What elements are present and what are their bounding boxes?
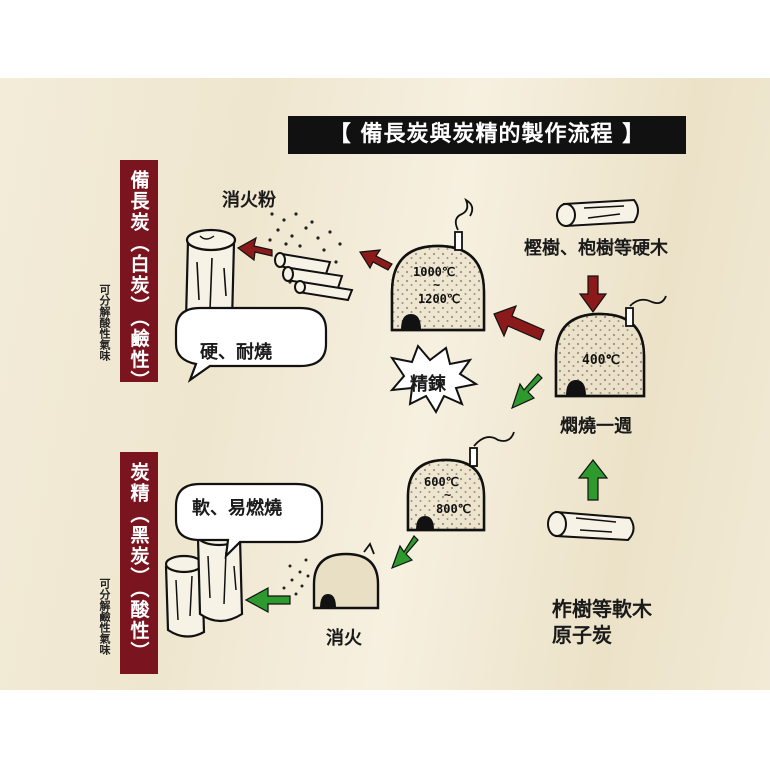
hard-property-bubble xyxy=(174,306,328,383)
refine-kiln-temp-top: 1000℃ xyxy=(413,265,455,279)
arrow-smolder-to-soft-kiln xyxy=(510,373,543,410)
flow-diagram: 1000℃ ~ 1200℃ 400℃ xyxy=(164,197,667,638)
soft-wood-log xyxy=(547,510,635,542)
binchotan-note: 可分解酸性氣味 xyxy=(98,284,111,361)
soft-charcoal-kiln xyxy=(406,431,515,532)
refine-starburst xyxy=(389,344,479,415)
binchotan-label: 備長炭（白炭）（鹼性） xyxy=(120,160,158,392)
arrow-smolder-to-refine xyxy=(493,304,545,341)
extinguish-kiln xyxy=(312,542,380,610)
arrow-hardwood-to-smolder xyxy=(578,275,608,314)
arrow-kiln-to-sticks xyxy=(358,249,393,271)
hard-property-label: 硬、耐燒 xyxy=(200,342,272,363)
hard-wood-label: 樫樹、枹樹等硬木 xyxy=(524,238,668,259)
refine-kiln-temp-bottom: 1200℃ xyxy=(418,292,460,306)
extinguish-powder-label: 消火粉 xyxy=(222,190,276,211)
soft-wood-label-line1: 柞樹等軟木 xyxy=(552,597,652,621)
refine-label: 精鍊 xyxy=(410,374,446,395)
smolder-kiln-temp: 400℃ xyxy=(582,353,620,368)
arrow-sticks-to-binchotan xyxy=(236,236,273,262)
soft-property-label: 軟、易燃燒 xyxy=(192,498,282,519)
extinguish-spray xyxy=(282,558,310,596)
soft-wood-label-line2: 原子炭 xyxy=(552,623,612,647)
soft-kiln-temp-top: 600℃ xyxy=(424,475,459,489)
arrow-extinguish-to-essence xyxy=(244,586,291,614)
page-title: 【 備長炭與炭精的製作流程 】 xyxy=(288,116,686,154)
arrow-soft-kiln-to-extinguish xyxy=(390,535,419,570)
arrow-softwood-to-smolder xyxy=(577,459,609,501)
soft-property-bubble xyxy=(174,482,324,560)
charcoal-essence-label: 炭精（黑炭）（酸性） xyxy=(120,452,158,674)
charcoal-essence-note: 可分解鹼性氣味 xyxy=(98,578,111,655)
extinguish-label: 消火 xyxy=(326,628,362,649)
smoldering-kiln xyxy=(554,295,667,398)
charcoal-sticks-pile xyxy=(274,252,354,302)
soft-kiln-temp-bottom: 800℃ xyxy=(436,502,471,516)
refine-kiln-temp-tilde: ~ xyxy=(433,278,440,292)
soft-kiln-temp-tilde: ~ xyxy=(444,488,451,502)
smolder-label: 燜燒一週 xyxy=(560,416,632,437)
extinguish-powder-spray xyxy=(268,212,342,292)
refining-kiln xyxy=(390,197,486,332)
hard-wood-log xyxy=(556,198,639,228)
